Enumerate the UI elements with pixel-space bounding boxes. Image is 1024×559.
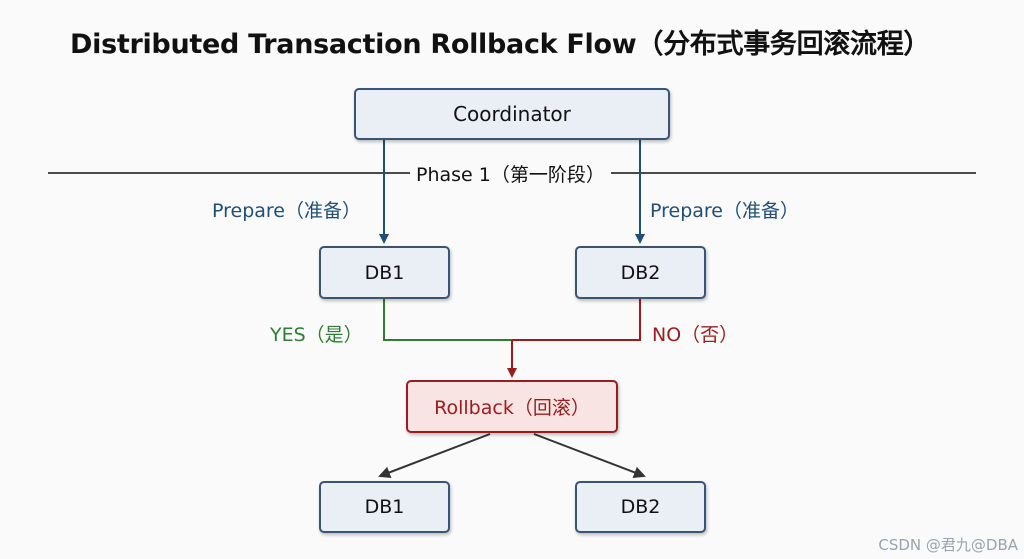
yes-path <box>383 299 512 341</box>
diagram-title: Distributed Transaction Rollback Flow（分布… <box>70 29 931 60</box>
rollback-node: Rollback（回滚） <box>406 380 618 433</box>
no-label: NO（否） <box>652 324 739 346</box>
db2-node-bottom: DB2 <box>575 481 706 533</box>
phase-label: Phase 1（第一阶段） <box>410 160 611 187</box>
db1-node-bottom: DB1 <box>319 481 450 533</box>
no-path <box>512 299 641 341</box>
rollback-arrow-db1 <box>378 433 491 479</box>
coordinator-node: Coordinator <box>354 88 670 140</box>
yes-label: YES（是） <box>270 324 363 346</box>
rollback-arrow-db2 <box>533 433 646 479</box>
db2-node-top: DB2 <box>575 246 706 299</box>
watermark: CSDN @君九@DBA <box>878 536 1018 554</box>
prepare-label-right: Prepare（准备） <box>650 200 799 222</box>
prepare-label-left: Prepare（准备） <box>212 200 361 222</box>
db1-node-top: DB1 <box>319 246 450 299</box>
